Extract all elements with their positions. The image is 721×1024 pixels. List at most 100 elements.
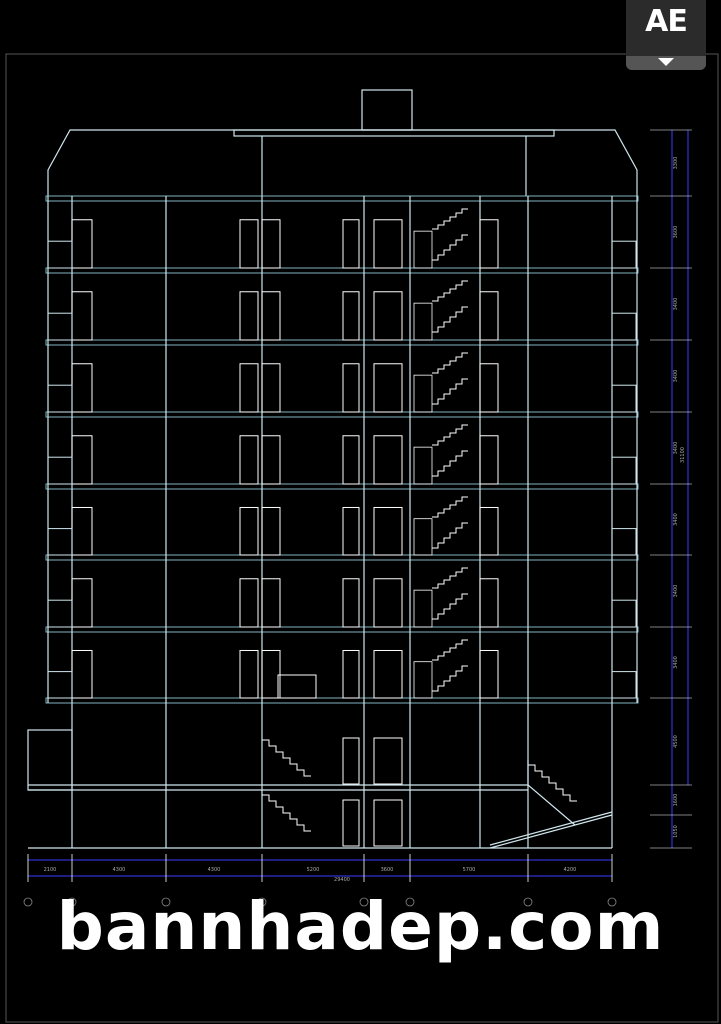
dimension-label: 3600 bbox=[673, 226, 679, 239]
stair-flight bbox=[432, 496, 468, 518]
door-opening bbox=[239, 649, 259, 699]
grid-bubble bbox=[257, 897, 267, 907]
dimension-label: 3600 bbox=[381, 867, 394, 873]
dimension-label: 3400 bbox=[673, 656, 679, 669]
door-opening bbox=[342, 799, 360, 847]
stair-landing bbox=[413, 230, 433, 269]
grid-bubble bbox=[359, 897, 369, 907]
stair-landing bbox=[413, 446, 433, 485]
door-opening bbox=[261, 435, 281, 485]
floor-slab bbox=[45, 483, 639, 490]
dimension-label: 1050 bbox=[673, 825, 679, 838]
door-opening bbox=[239, 506, 259, 556]
stair-flight bbox=[432, 280, 468, 302]
balcony-rail bbox=[611, 599, 637, 628]
door-opening bbox=[479, 649, 499, 699]
grid-bubble bbox=[523, 897, 533, 907]
door-opening bbox=[479, 219, 499, 269]
floor-slab bbox=[27, 784, 529, 791]
stair-flight bbox=[432, 450, 468, 477]
balcony-rail bbox=[47, 240, 73, 269]
door-opening bbox=[261, 506, 281, 556]
door-opening bbox=[71, 363, 93, 413]
dropdown-tab[interactable] bbox=[626, 56, 706, 70]
dimension-label: 2100 bbox=[44, 867, 57, 873]
door-opening bbox=[239, 578, 259, 628]
grid-bubble bbox=[607, 897, 617, 907]
balcony-rail bbox=[47, 528, 73, 556]
stair-landing bbox=[413, 661, 433, 699]
door-opening bbox=[479, 435, 499, 485]
dimension-label: 3400 bbox=[673, 585, 679, 598]
stair-landing bbox=[413, 589, 433, 628]
door-opening bbox=[373, 363, 403, 413]
balcony-rail bbox=[611, 312, 637, 341]
door-opening bbox=[373, 435, 403, 485]
grid-bubble bbox=[405, 897, 415, 907]
ae-logo-text: AE bbox=[645, 4, 688, 39]
stair-flight bbox=[432, 306, 468, 333]
door-opening bbox=[342, 578, 360, 628]
dimension-total-label: 29400 bbox=[334, 877, 350, 883]
dimension-label: 3400 bbox=[673, 442, 679, 455]
door-opening bbox=[479, 506, 499, 556]
dimension-label: 3400 bbox=[673, 370, 679, 383]
stair-flight bbox=[432, 567, 468, 589]
balcony-rail bbox=[47, 312, 73, 341]
door-opening bbox=[342, 737, 360, 785]
chevron-down-icon bbox=[658, 58, 674, 66]
door-opening bbox=[342, 363, 360, 413]
dimension-label: 5200 bbox=[307, 867, 320, 873]
floor-slab bbox=[45, 626, 639, 633]
door-opening bbox=[261, 649, 281, 699]
stair-flight bbox=[432, 593, 468, 620]
dimension-label: 4300 bbox=[113, 867, 126, 873]
door-opening bbox=[342, 435, 360, 485]
balcony-rail bbox=[47, 456, 73, 485]
drawing-frame bbox=[5, 53, 719, 1023]
stair-flight bbox=[432, 522, 468, 549]
stair-flight bbox=[432, 208, 468, 230]
door-opening bbox=[239, 291, 259, 341]
stair-flight bbox=[432, 424, 468, 446]
door-opening bbox=[342, 219, 360, 269]
balcony-rail bbox=[611, 671, 637, 699]
stair-flight bbox=[262, 794, 311, 832]
door-opening bbox=[71, 219, 93, 269]
door-opening bbox=[261, 219, 281, 269]
horizontal-dimensions: 2100 4300 4300 5200 3600 5700 4200 29400 bbox=[23, 854, 617, 907]
stair-flight bbox=[432, 352, 468, 374]
dimension-label: 3400 bbox=[673, 513, 679, 526]
grid-bubble bbox=[161, 897, 171, 907]
stair-flight bbox=[432, 234, 468, 261]
stair-landing bbox=[413, 374, 433, 413]
ground-floor bbox=[27, 729, 613, 849]
door-opening bbox=[261, 578, 281, 628]
balcony-rail bbox=[47, 384, 73, 413]
stair-flight bbox=[262, 739, 311, 777]
stair-flight bbox=[432, 378, 468, 405]
floor-slab bbox=[45, 697, 639, 704]
ae-badge[interactable]: AE bbox=[626, 0, 706, 70]
vertical-dimensions: 3300360034003400340034003400340045001600… bbox=[650, 129, 692, 849]
door-opening bbox=[373, 506, 403, 556]
door-opening bbox=[373, 737, 403, 785]
door-opening bbox=[277, 674, 317, 699]
balcony-rail bbox=[611, 240, 637, 269]
balcony-rail bbox=[611, 456, 637, 485]
dimension-label: 4200 bbox=[564, 867, 577, 873]
door-opening bbox=[479, 578, 499, 628]
dimension-label: 5700 bbox=[463, 867, 476, 873]
stair-landing bbox=[413, 302, 433, 341]
floor-slab bbox=[45, 195, 639, 202]
door-opening bbox=[71, 291, 93, 341]
dimension-label: 4300 bbox=[208, 867, 221, 873]
grid-bubble bbox=[23, 897, 33, 907]
door-opening bbox=[373, 219, 403, 269]
floor-slab bbox=[45, 267, 639, 274]
door-opening bbox=[373, 799, 403, 847]
dimension-label: 4500 bbox=[673, 735, 679, 748]
door-opening bbox=[342, 506, 360, 556]
door-opening bbox=[71, 506, 93, 556]
